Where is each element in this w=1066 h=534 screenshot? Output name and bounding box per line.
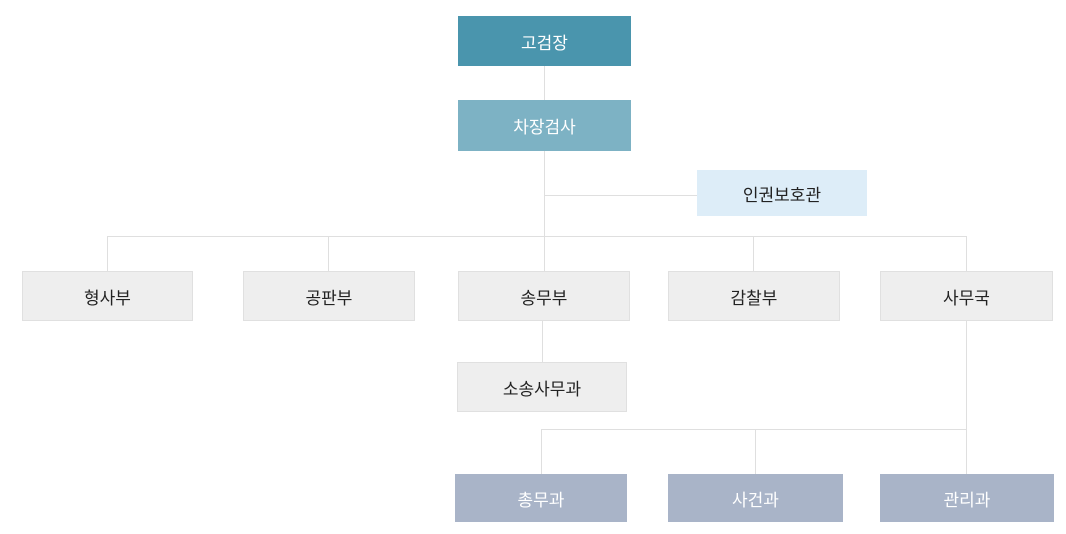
node-trial-dept: 공판부 [243,271,415,321]
connector-advisor-branch [545,195,697,196]
connector-main-horizontal [107,236,966,237]
node-case-section: 사건과 [668,474,843,522]
connector-drop-criminal-dept [107,236,108,271]
node-management-section: 관리과 [880,474,1054,522]
connector-deputy-to-main [544,151,545,236]
node-deputy-chief-prosecutor: 차장검사 [458,100,631,151]
connector-drop-case-section [755,429,756,474]
connector-drop-litigation-dept [544,236,545,271]
node-chief-prosecutor: 고검장 [458,16,631,66]
connector-drop-management-section [966,429,967,474]
node-general-affairs-section: 총무과 [455,474,627,522]
node-human-rights-protector: 인권보호관 [697,170,867,216]
node-litigation-affairs-section: 소송사무과 [457,362,627,412]
connector-drop-inspection-dept [753,236,754,271]
connector-drop-general-affairs [541,429,542,474]
node-criminal-dept: 형사부 [22,271,193,321]
node-inspection-dept: 감찰부 [668,271,840,321]
connector-root-to-deputy [544,66,545,100]
connector-drop-trial-dept [328,236,329,271]
connector-bottom-horizontal [541,429,966,430]
node-litigation-dept: 송무부 [458,271,630,321]
connector-litigation-child [542,321,543,362]
connector-bureau-down [966,321,967,429]
connector-drop-bureau [966,236,967,271]
node-secretariat-bureau: 사무국 [880,271,1053,321]
